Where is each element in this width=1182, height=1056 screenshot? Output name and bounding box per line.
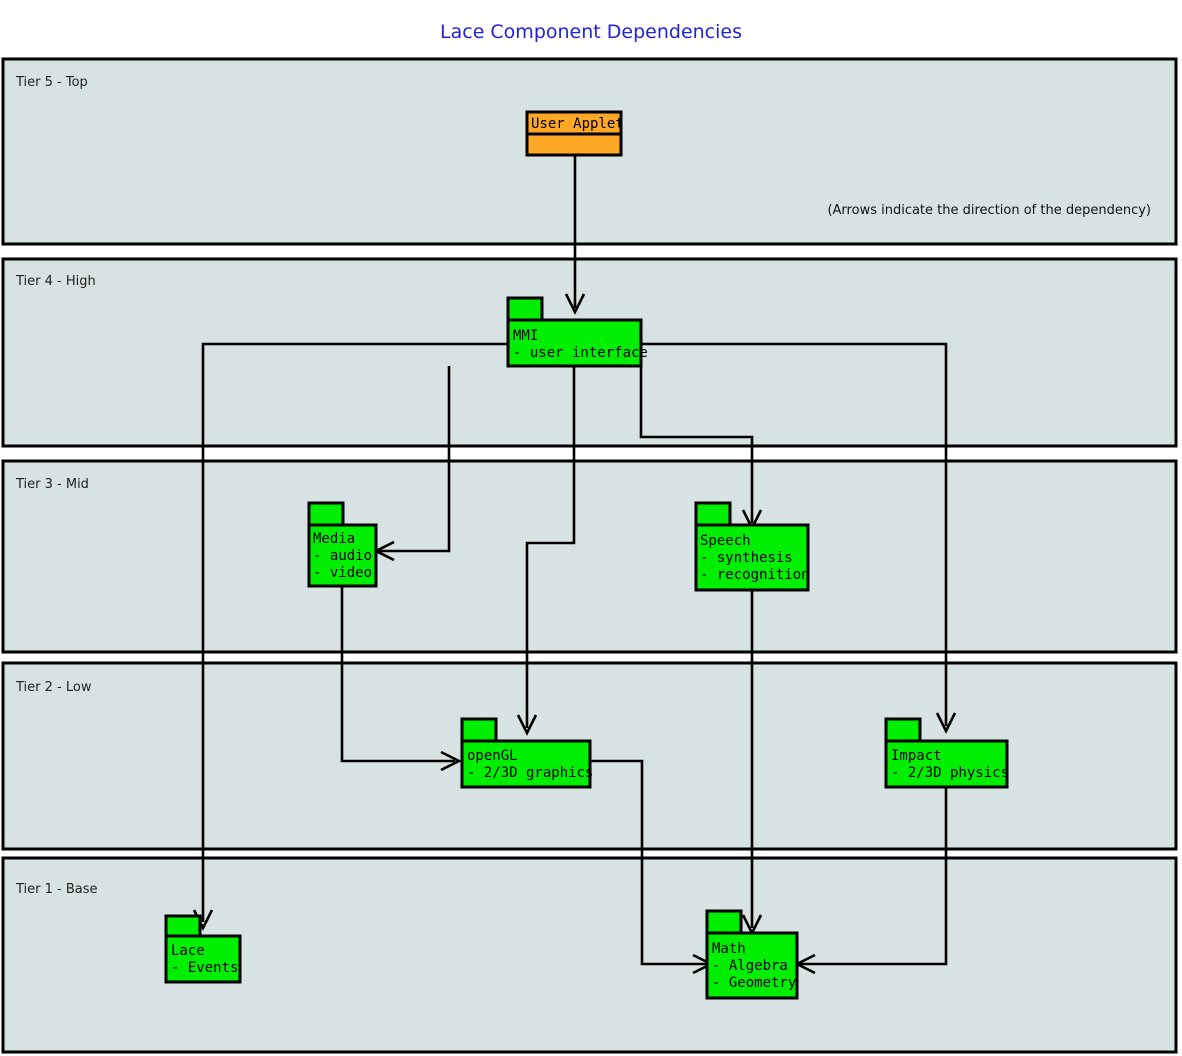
arrowhead-opengl-top [516, 714, 538, 736]
tier-group-tier4: Tier 4 - High [1, 257, 1178, 448]
package-user-applet[interactable]: User Applet [525, 110, 624, 157]
connector-mmi-to-impact [641, 342, 948, 726]
package-name-user-applet: User Applet [531, 116, 624, 132]
package-body-media [307, 523, 378, 588]
arrowhead-impact-top [935, 712, 957, 734]
package-detail-math-0: - Algebra [712, 958, 788, 974]
package-lace[interactable]: Lace - Events [164, 914, 242, 984]
connector-mmi-to-speech [639, 366, 754, 523]
package-tab-impact [884, 717, 922, 743]
package-speech[interactable]: Speech - synthesis - recognition [694, 501, 810, 592]
connector-mmi-to-media [379, 366, 451, 553]
package-math[interactable]: Math - Algebra - Geometry [705, 909, 799, 1000]
package-mmi[interactable]: MMI - user interface [506, 296, 648, 368]
tier-box-tier4 [1, 257, 1178, 448]
package-detail-lace-0: - Events [171, 960, 238, 976]
package-tab-opengl [460, 717, 498, 743]
package-tab-media [307, 501, 345, 527]
tier-label-tier2: Tier 2 - Low [15, 680, 92, 695]
package-detail-media-1: - video [313, 565, 372, 581]
tier-label-tier5: Tier 5 - Top [15, 75, 88, 90]
package-body-opengl [460, 739, 592, 789]
arrowhead-mmi-top [564, 293, 586, 315]
package-body-impact [884, 739, 1009, 789]
tier-label-tier1: Tier 1 - Base [15, 882, 98, 897]
package-body-math [705, 931, 799, 1000]
package-name-speech: Speech [700, 533, 751, 549]
tier-group-tier1: Tier 1 - Base [1, 856, 1178, 1054]
tier-label-tier3: Tier 3 - Mid [15, 477, 89, 492]
tier-box-tier3 [1, 459, 1178, 654]
connector-media-to-opengl [340, 586, 455, 763]
package-opengl[interactable]: openGL - 2/3D graphics [460, 717, 593, 789]
package-detail-mmi-0: - user interface [513, 345, 648, 361]
package-name-math: Math [712, 941, 746, 957]
connector-mmi-to-opengl [525, 366, 576, 728]
tier-label-tier4: Tier 4 - High [15, 274, 96, 289]
package-body-speech [694, 523, 810, 592]
package-name-opengl: openGL [467, 748, 518, 764]
connector-mmi-to-lace [201, 342, 508, 922]
page-title: Lace Component Dependencies [440, 21, 742, 43]
package-body-user-applet [525, 132, 623, 157]
package-tab-speech [694, 501, 732, 527]
tier-box-tier1 [1, 856, 1178, 1054]
arrowhead-opengl-left [440, 750, 462, 772]
connector-impact-to-math [800, 787, 948, 966]
package-detail-speech-1: - recognition [700, 567, 810, 583]
tier-group-tier3: Tier 3 - Mid [1, 459, 1178, 654]
package-body-mmi [506, 318, 643, 368]
connector-opengl-to-math [590, 759, 707, 966]
package-name-impact: Impact [891, 748, 942, 764]
package-name-mmi: MMI [513, 328, 538, 344]
package-detail-math-1: - Geometry [712, 975, 796, 991]
package-name-media: Media [313, 531, 355, 547]
package-detail-impact-0: - 2/3D physics [891, 765, 1009, 781]
package-impact[interactable]: Impact - 2/3D physics [884, 717, 1009, 789]
package-detail-media-0: - audio [313, 548, 372, 564]
package-tab-math [705, 909, 743, 935]
package-name-lace: Lace [171, 943, 205, 959]
package-detail-opengl-0: - 2/3D graphics [467, 765, 593, 781]
package-tab-lace [164, 914, 202, 938]
package-body-lace [164, 934, 242, 984]
package-tab-mmi [506, 296, 544, 322]
legend-note: (Arrows indicate the direction of the de… [827, 203, 1151, 218]
package-detail-speech-0: - synthesis [700, 550, 793, 566]
package-media[interactable]: Media - audio - video [307, 501, 378, 588]
